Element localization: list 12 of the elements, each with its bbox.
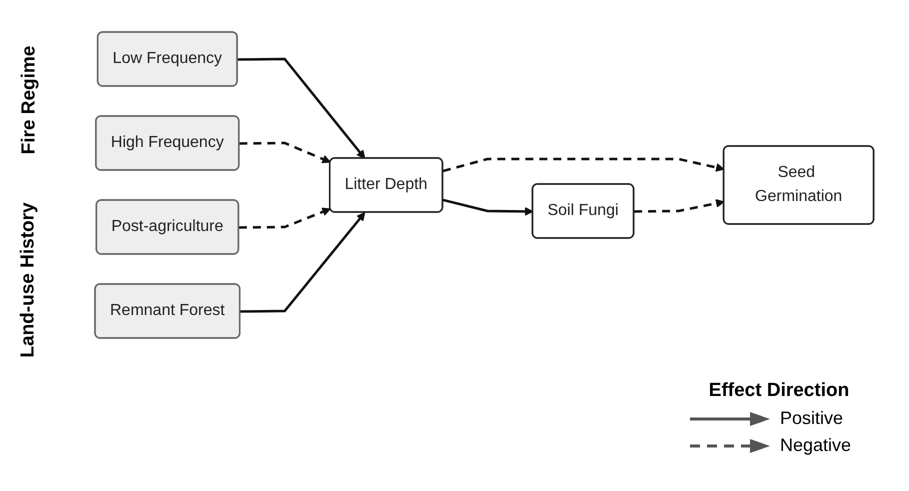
arrow xyxy=(238,58,366,159)
arrow xyxy=(442,158,725,172)
legend-label: Positive xyxy=(780,408,844,429)
arrow xyxy=(239,208,331,229)
legend-title: Effect Direction xyxy=(708,380,850,402)
group-label: Land-use History xyxy=(18,202,40,358)
group-label: Fire Regime xyxy=(18,46,40,154)
arrow xyxy=(634,199,725,213)
arrow xyxy=(442,198,534,216)
arrow xyxy=(240,212,366,313)
legend-label: Negative xyxy=(780,435,852,456)
arrow xyxy=(240,142,331,164)
